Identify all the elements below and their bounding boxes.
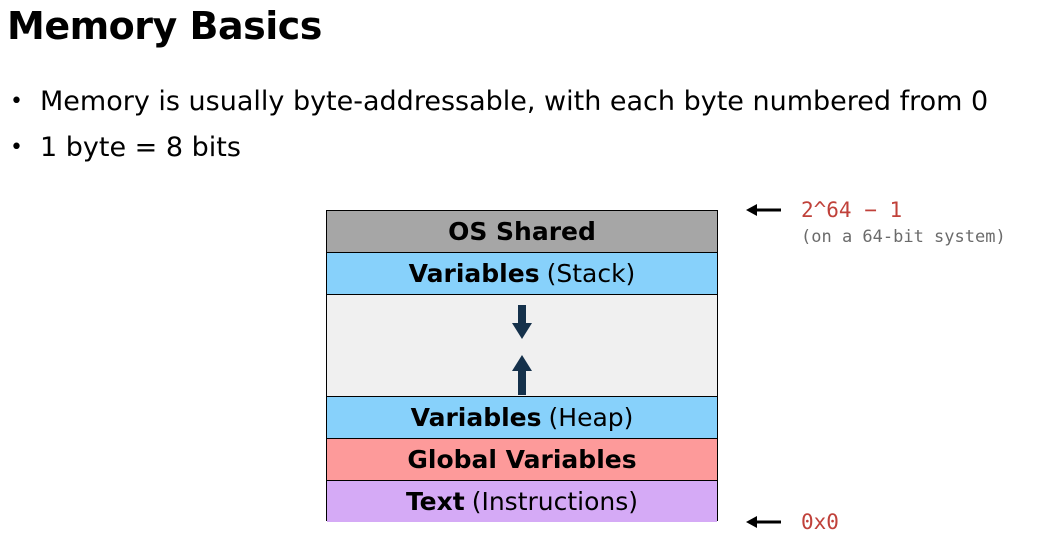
stack-grows-down-arrow [512,305,532,339]
free-space-segment [327,295,717,397]
bullet-dot: • [10,89,23,114]
bullet-item: • 1 byte = 8 bits [10,128,988,174]
text-sublabel: (Instructions) [471,487,639,516]
os-shared-label: OS Shared [448,217,596,246]
page-title: Memory Basics [7,4,322,48]
stack-label: Variables [408,259,540,288]
top-address-label: 2^64 − 1 [801,198,903,222]
heap-sublabel: (Heap) [548,403,634,432]
stack-segment: Variables (Stack) [327,253,717,295]
global-variables-segment: Global Variables [327,439,717,481]
text-segment: Text (Instructions) [327,481,717,522]
bottom-address-label: 0x0 [801,510,839,534]
text-label: Text [405,487,465,516]
heap-grows-up-arrow [512,355,532,395]
stack-sublabel: (Stack) [546,259,636,288]
bullet-text: 1 byte = 8 bits [40,132,241,163]
bullet-text: Memory is usually byte-addressable, with… [40,86,989,117]
bottom-address-arrow-icon [746,516,781,528]
global-variables-label: Global Variables [407,445,637,474]
heap-label: Variables [410,403,542,432]
top-address-note: (on a 64-bit system) [801,227,1006,247]
bullet-dot: • [10,135,23,160]
bullet-item: • Memory is usually byte-addressable, wi… [10,82,988,128]
heap-segment: Variables (Heap) [327,397,717,439]
os-shared-segment: OS Shared [327,211,717,253]
memory-layout-diagram: OS Shared Variables (Stack) Variables (H… [326,210,718,522]
bullet-list: • Memory is usually byte-addressable, wi… [10,82,988,174]
top-address-arrow-icon [746,204,781,216]
